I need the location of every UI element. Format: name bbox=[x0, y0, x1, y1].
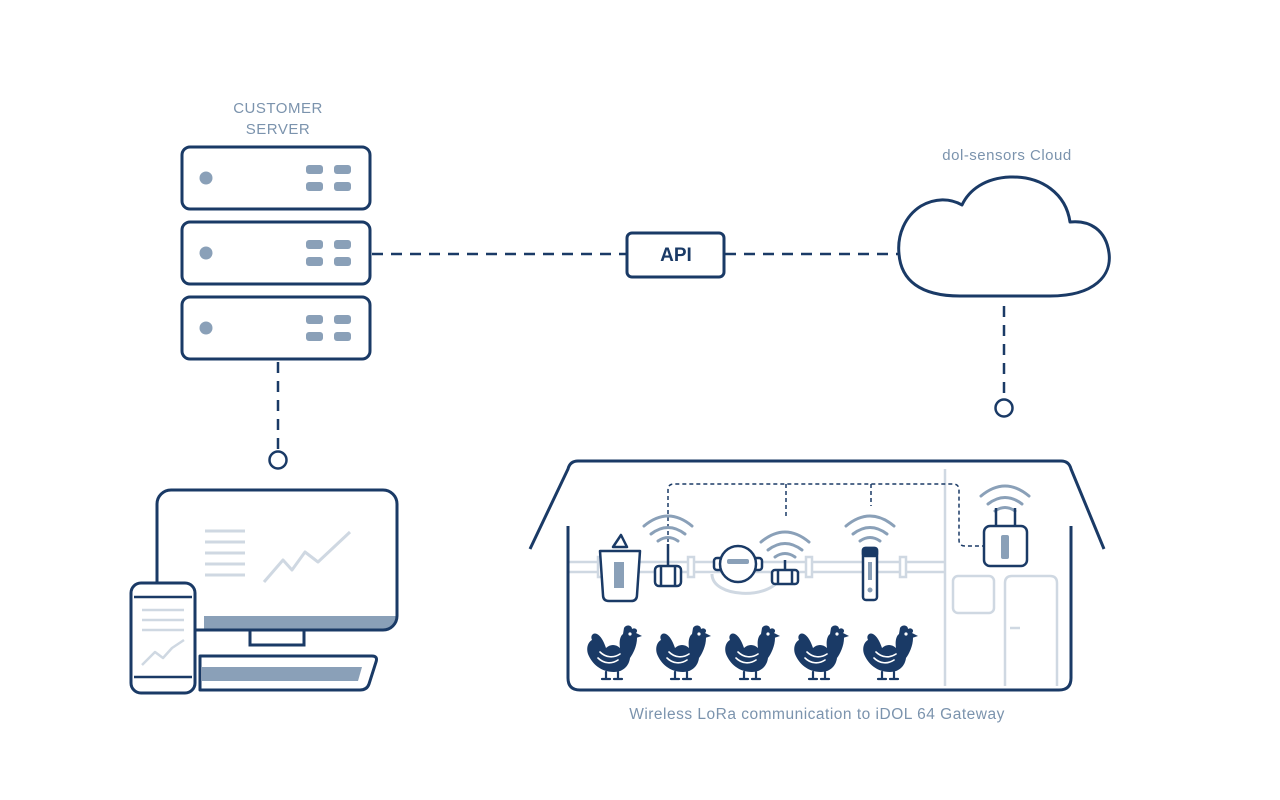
chicken-icon bbox=[793, 624, 851, 681]
chicken-icon bbox=[724, 624, 782, 681]
chicken-icon bbox=[586, 624, 644, 681]
server-unit-1 bbox=[180, 145, 372, 211]
sensor-icon bbox=[598, 533, 879, 603]
server-unit-2 bbox=[180, 220, 372, 286]
cloud-label: dol-sensors Cloud bbox=[942, 147, 1071, 164]
server-icon bbox=[180, 145, 372, 361]
phone-trend-chart bbox=[141, 638, 185, 666]
barn-door bbox=[1003, 574, 1059, 686]
chicken-icon bbox=[862, 624, 920, 681]
monitor-icon bbox=[155, 488, 399, 692]
api-label: API bbox=[660, 245, 692, 266]
wifi-icon bbox=[759, 530, 811, 559]
monitor-trend-chart bbox=[262, 530, 352, 583]
server-label-line1: CUSTOMER bbox=[233, 100, 323, 117]
barn-icon bbox=[528, 459, 1106, 692]
barn-walls bbox=[566, 526, 1073, 692]
wifi-icon bbox=[979, 484, 1031, 513]
client-connection-node bbox=[268, 450, 288, 470]
chicken-icon bbox=[655, 624, 713, 681]
barn-caption: Wireless LoRa communication to iDOL 64 G… bbox=[629, 706, 1005, 723]
barn-window bbox=[951, 574, 996, 615]
cloud-icon bbox=[897, 175, 1111, 298]
gateway-icon bbox=[982, 508, 1029, 568]
gateway-wiring bbox=[667, 483, 983, 547]
connector-lines bbox=[276, 252, 1006, 450]
monitor-stand bbox=[248, 628, 306, 647]
monitor-text-lines bbox=[205, 529, 245, 577]
server-label-line2: SERVER bbox=[246, 121, 310, 138]
api-box: API bbox=[625, 231, 726, 279]
wifi-icon bbox=[642, 514, 694, 543]
wifi-icon bbox=[844, 514, 896, 543]
smartphone-icon bbox=[129, 581, 197, 695]
server-unit-3 bbox=[180, 295, 372, 361]
barn-connection-node bbox=[994, 398, 1014, 418]
barn-roof bbox=[528, 459, 1106, 550]
